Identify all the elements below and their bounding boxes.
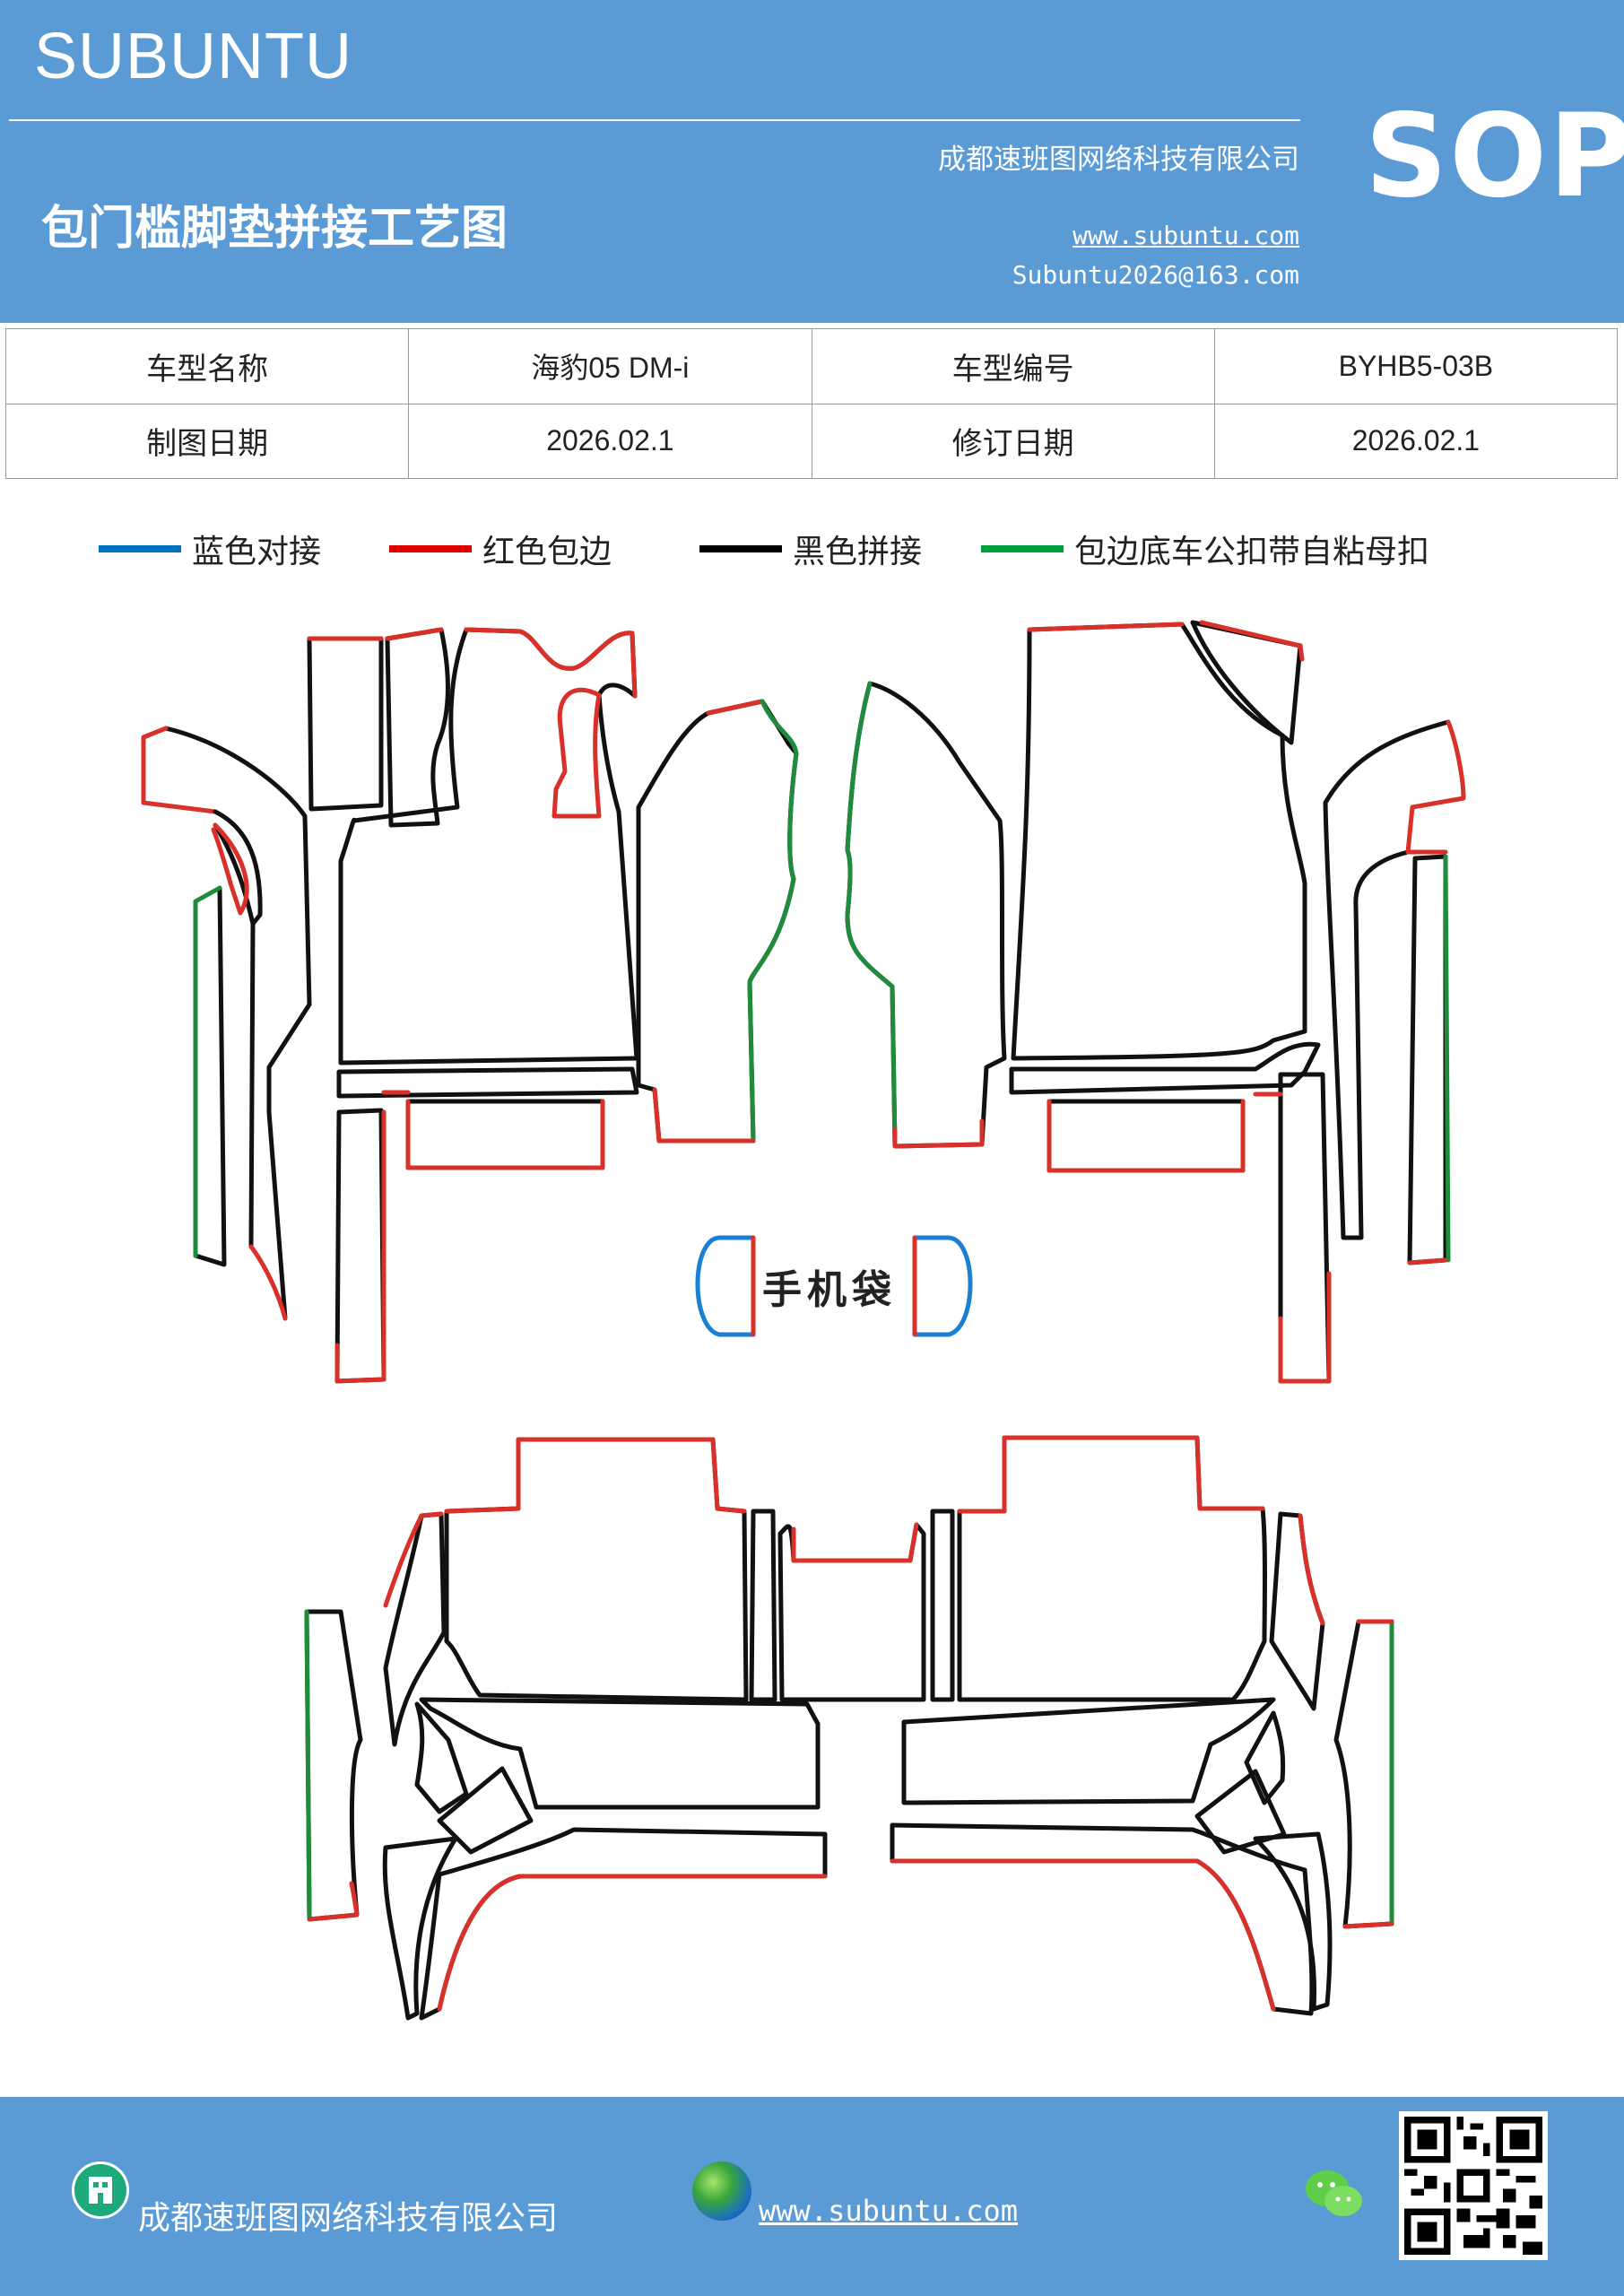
mat-edge-red <box>892 1118 985 1149</box>
info-row: 车型名称 海豹05 DM-i 车型编号 BYHB5-03B <box>4 328 1619 404</box>
mat-piece-strip <box>307 636 384 812</box>
mat-edge-red <box>385 627 444 641</box>
mat-edge-red <box>1027 622 1185 632</box>
floor-mat-diagram: 手机袋 <box>0 574 1624 2045</box>
globe-icon <box>692 2161 751 2221</box>
mat-edge-red <box>652 1087 756 1144</box>
mat-piece-right-green <box>1333 1619 1394 1929</box>
mat-piece-front-right <box>1011 622 1307 1061</box>
mat-piece-corner <box>1190 620 1303 745</box>
phone-bag-right-piece <box>912 1235 973 1337</box>
mat-edge-red <box>1298 1513 1325 1626</box>
mat-edge-red <box>213 809 263 926</box>
mat-edge-red <box>1278 1271 1332 1384</box>
mat-edge-red <box>1199 620 1305 662</box>
building-icon <box>72 2161 129 2219</box>
footer-website-link[interactable]: www.subuntu.com <box>759 2194 1018 2228</box>
mat-edge-red <box>890 1858 1276 2012</box>
header-divider <box>9 119 1300 121</box>
mat-piece-rear-left <box>444 1437 749 1702</box>
header-banner: SUBUNTU 成都速班图网络科技有限公司 包门槛脚垫拼接工艺图 www.sub… <box>0 0 1624 323</box>
legend-item-blue: 蓝色对接 <box>99 529 322 570</box>
mat-edge-red <box>957 1435 1265 1514</box>
mat-piece-small-rect <box>405 1099 605 1170</box>
mat-piece-rear-right-bar <box>901 1697 1276 1805</box>
legend-swatch-blue <box>99 545 181 552</box>
mat-piece-front-left <box>338 627 639 1065</box>
mat-edge-red <box>444 1437 747 1514</box>
mat-edge-red <box>706 699 765 716</box>
mat-edge-red <box>334 1109 386 1384</box>
mat-edge-red <box>551 687 602 819</box>
mat-edge-green <box>1443 854 1451 1263</box>
mat-piece-small-rect <box>1046 1099 1246 1173</box>
mat-edge-red <box>141 726 218 814</box>
mat-piece-rear-right-arch <box>890 1822 1315 2016</box>
mat-piece-side <box>211 822 249 916</box>
mat-piece-rear-left-bar <box>419 1697 821 1810</box>
mat-edge-green <box>747 699 799 1144</box>
mat-piece-left-green <box>304 1609 363 1922</box>
mat-edge-red <box>248 1244 288 1321</box>
mat-piece-left-sill <box>163 726 312 1321</box>
legend-label: 蓝色对接 <box>192 534 322 570</box>
mat-edge-red <box>1407 1257 1448 1265</box>
legend-label: 红色包边 <box>482 534 612 570</box>
revise-date-value: 2026.02.1 <box>1213 403 1619 479</box>
legend-item-black: 黑色拼接 <box>699 529 923 570</box>
legend-item-green: 包边底车公扣带自粘母扣 <box>981 529 1430 570</box>
mat-edge-green <box>193 885 222 1258</box>
mat-edge-red <box>1405 719 1466 855</box>
legend-label: 黑色拼接 <box>793 534 923 570</box>
phone-bag-left-piece <box>695 1235 756 1337</box>
info-row: 制图日期 2026.02.1 修订日期 2026.02.1 <box>4 403 1619 479</box>
legend-swatch-black <box>699 545 782 552</box>
mat-edge-red <box>1342 1619 1394 1929</box>
header-website-link[interactable]: www.subuntu.com <box>1073 221 1299 250</box>
info-table: 车型名称 海豹05 DM-i 车型编号 BYHB5-03B 制图日期 2026.… <box>4 328 1619 479</box>
page-title: 包门槛脚垫拼接工艺图 <box>41 201 508 256</box>
mat-edge-red <box>1046 1099 1246 1173</box>
model-name-label: 车型名称 <box>4 328 410 404</box>
mat-edge-red <box>791 1522 919 1563</box>
legend-swatch-green <box>981 545 1064 552</box>
mat-piece-tunnel-left <box>636 699 799 1144</box>
model-code-value: BYHB5-03B <box>1213 328 1619 404</box>
brand-logo: SUBUNTU <box>34 21 353 92</box>
model-code-label: 车型编号 <box>811 328 1215 404</box>
legend-label: 包边底车公扣带自粘母扣 <box>1074 534 1430 570</box>
draw-date-value: 2026.02.1 <box>408 403 812 479</box>
model-name-value: 海豹05 DM-i <box>408 328 812 404</box>
sop-badge: SOP <box>1365 90 1624 223</box>
legend-item-red: 红色包边 <box>389 529 612 570</box>
qr-code-icon <box>1399 2111 1548 2260</box>
draw-date-label: 制图日期 <box>4 403 410 479</box>
header-email: Subuntu2026@163.com <box>1012 260 1299 290</box>
mat-edge-red <box>437 1874 828 2012</box>
wechat-icon[interactable] <box>1304 2167 1365 2221</box>
legend-swatch-red <box>389 545 472 552</box>
mat-edge-red <box>307 1881 360 1922</box>
mat-piece-tunnel-right <box>845 681 1007 1149</box>
header-company: 成都速班图网络科技有限公司 <box>938 144 1299 176</box>
mat-edge-red <box>383 1511 444 1608</box>
mat-edge-green <box>304 1609 312 1922</box>
mat-piece-rear-left-arch <box>419 1827 828 2021</box>
mat-edge-green <box>845 681 898 1149</box>
mat-edge-red <box>464 627 638 699</box>
mat-piece-right-sill <box>1323 719 1451 1240</box>
footer-banner: 成都速班图网络科技有限公司 www.subuntu.com <box>0 2097 1624 2296</box>
mat-edge-red <box>405 1099 605 1170</box>
phone-bag-label: 手机袋 <box>762 1267 897 1313</box>
footer-company: 成都速班图网络科技有限公司 <box>138 2200 559 2237</box>
revise-date-label: 修订日期 <box>811 403 1215 479</box>
